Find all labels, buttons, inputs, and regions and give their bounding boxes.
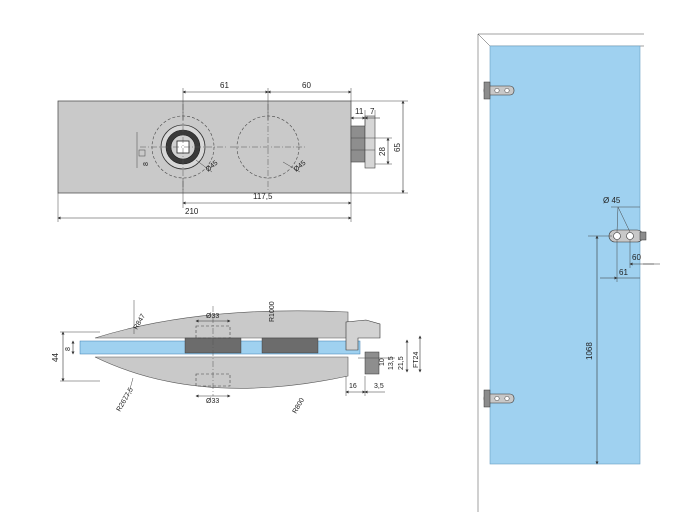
door-1068-label: 1068 <box>585 342 594 360</box>
hinge-top <box>483 81 515 100</box>
section-view: R847 R1000 R2677,5 R800 Ø33 Ø33 44 8 10 … <box>51 300 422 415</box>
dim-8-section-label: 8 <box>65 347 72 351</box>
dim-10-label: 10 <box>379 358 386 366</box>
dim-44-label: 44 <box>51 353 60 362</box>
dim-ft24-label: FT24 <box>413 352 420 368</box>
dim-16-label: 16 <box>349 383 357 390</box>
door-view: Ø 45 60 61 1068 <box>477 33 660 512</box>
top-view: 61 60 11 7 28 65 8 Ø45 Ø45 117,5 <box>57 81 408 222</box>
lower-plate <box>94 356 349 389</box>
door-d45-label: Ø 45 <box>603 196 621 205</box>
dim-7-label: 7 <box>370 107 375 116</box>
dim-60-label: 60 <box>302 81 311 90</box>
door-lock <box>608 229 647 243</box>
dim-11-label: 11 <box>355 107 364 116</box>
door-60-label: 60 <box>632 253 641 262</box>
latch-block <box>350 125 366 163</box>
upper-plate <box>94 310 349 339</box>
dim-28-label: 28 <box>378 147 387 156</box>
dim-21-label: 21,5 <box>398 356 405 370</box>
strike-frame <box>345 319 381 351</box>
r800-label: R800 <box>292 397 306 415</box>
dim-117-label: 117,5 <box>253 192 273 201</box>
dim-8-top-label: 8 <box>143 162 150 166</box>
r2677-label: R2677,5 <box>116 386 135 413</box>
dim-61-label: 61 <box>220 81 229 90</box>
r1000-label: R1000 <box>269 301 276 322</box>
dim-3-5-label: 3,5 <box>374 383 384 390</box>
dim-13-label: 13,5 <box>388 356 395 370</box>
dim-210-label: 210 <box>185 207 199 216</box>
hinge-bottom <box>483 389 515 408</box>
dim-65-label: 65 <box>393 143 402 152</box>
latch-plate <box>364 115 376 169</box>
door-61-label: 61 <box>619 268 628 277</box>
d33-top-label: Ø33 <box>206 313 219 320</box>
d33-bottom-label: Ø33 <box>206 398 219 405</box>
glass-door <box>489 45 641 465</box>
